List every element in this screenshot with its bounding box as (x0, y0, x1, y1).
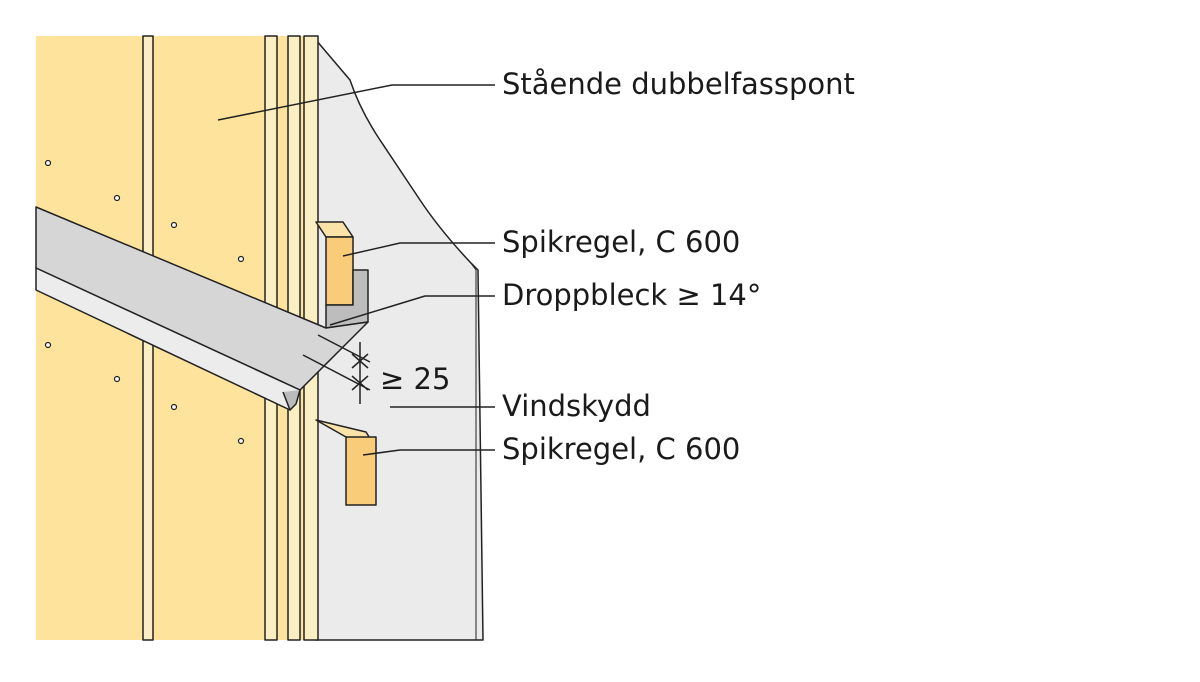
batten-lower (345, 436, 377, 506)
leader-batten-upper (342, 242, 495, 257)
leader-batten-lower (362, 449, 495, 456)
label-batten-upper: Spikregel, C 600 (502, 225, 741, 259)
flashing-top (35, 206, 369, 391)
label-flashing: Droppbleck ≥ 14° (502, 278, 762, 312)
dimension-line (302, 334, 371, 404)
label-wind-barrier: Vindskydd (502, 389, 651, 423)
label-dimension: ≥ 25 (380, 362, 451, 396)
leader-flashing (329, 295, 495, 326)
batten-upper (325, 236, 354, 306)
leader-panel (217, 84, 495, 121)
label-batten-lower: Spikregel, C 600 (502, 432, 741, 466)
label-panel: Stående dubbelfasspont (502, 67, 855, 101)
